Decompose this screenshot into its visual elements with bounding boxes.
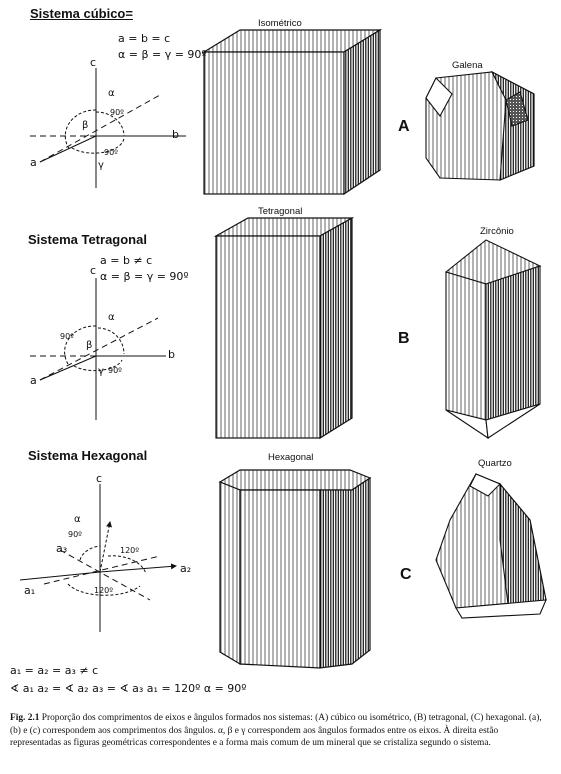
angle-label-gamma: γ <box>98 160 104 171</box>
axis-label-c: c <box>96 472 103 485</box>
cubic-axes-diagram <box>30 68 190 188</box>
axis-label-a3: a₃ <box>56 542 68 555</box>
axis-label-b: b <box>172 128 179 141</box>
angle-label-beta: β <box>82 120 89 131</box>
angle-value-120-top: 120º <box>120 546 140 555</box>
section-letter-c: C <box>400 566 412 583</box>
angle-value-1: 90º <box>60 332 74 341</box>
section-title-cubic: Sistema cúbico= <box>30 6 133 21</box>
hexagonal-equation-angles: ∢ a₁ a₂ = ∢ a₂ a₃ = ∢ a₃ a₁ = 120º α = 9… <box>10 682 247 695</box>
hexagonal-equation-lengths: a₁ = a₂ = a₃ ≠ c <box>10 664 99 677</box>
hexagonal-prism <box>218 469 372 669</box>
angle-value-2: 90º <box>108 366 122 375</box>
section-letter-a: A <box>398 118 410 135</box>
cubic-equation-angles: α = β = γ = 90º <box>118 48 207 61</box>
angle-label-alpha: α <box>108 88 115 99</box>
figure-caption: Fig. 2.1 Proporção dos comprimentos de e… <box>10 712 551 750</box>
axis-label-c: c <box>90 56 97 69</box>
cubic-equation-lengths: a = b = c <box>118 32 171 45</box>
angle-value-90: 90º <box>68 530 82 539</box>
axis-label-a2: a₂ <box>180 562 192 575</box>
angle-value-2: 90º <box>104 148 118 157</box>
mineral-label-quartz: Quartzo <box>478 458 512 469</box>
angle-value-120-bottom: 120º <box>94 586 114 595</box>
tetragonal-equation-angles: α = β = γ = 90º <box>100 270 189 283</box>
angle-label-alpha: α <box>108 312 115 323</box>
quartz-crystal <box>435 473 547 619</box>
tetragonal-axes-diagram <box>30 278 170 420</box>
axis-label-a1: a₁ <box>24 584 36 597</box>
axis-label-a: a <box>30 374 37 387</box>
mineral-label-zircon: Zircônio <box>480 226 514 237</box>
axis-label-c: c <box>90 264 97 277</box>
shape-label-hexagonal: Hexagonal <box>268 452 314 463</box>
section-title-hexagonal: Sistema Hexagonal <box>28 448 148 463</box>
tetragonal-prism <box>213 216 355 440</box>
shape-label-tetragonal: Tetragonal <box>258 206 303 217</box>
caption-text: Proporção dos comprimentos de eixos e ân… <box>10 713 542 748</box>
galena-crystal <box>425 70 535 181</box>
angle-label-gamma: γ <box>98 366 104 377</box>
angle-label-beta: β <box>86 340 93 351</box>
tetragonal-equation-lengths: a = b ≠ c <box>100 254 153 267</box>
axis-label-b: b <box>168 348 175 361</box>
isometric-cube <box>201 28 383 196</box>
angle-value-1: 90º <box>110 108 124 117</box>
axis-label-a: a <box>30 156 37 169</box>
hexagonal-axes-diagram <box>19 484 177 632</box>
section-title-tetragonal: Sistema Tetragonal <box>28 232 147 247</box>
caption-fig-number: Fig. 2.1 <box>10 713 40 723</box>
angle-label-alpha: α <box>74 514 81 525</box>
mineral-label-galena: Galena <box>452 60 483 71</box>
section-letter-b: B <box>398 330 410 347</box>
shape-label-isometric: Isométrico <box>258 18 302 29</box>
zircon-crystal <box>444 239 542 440</box>
